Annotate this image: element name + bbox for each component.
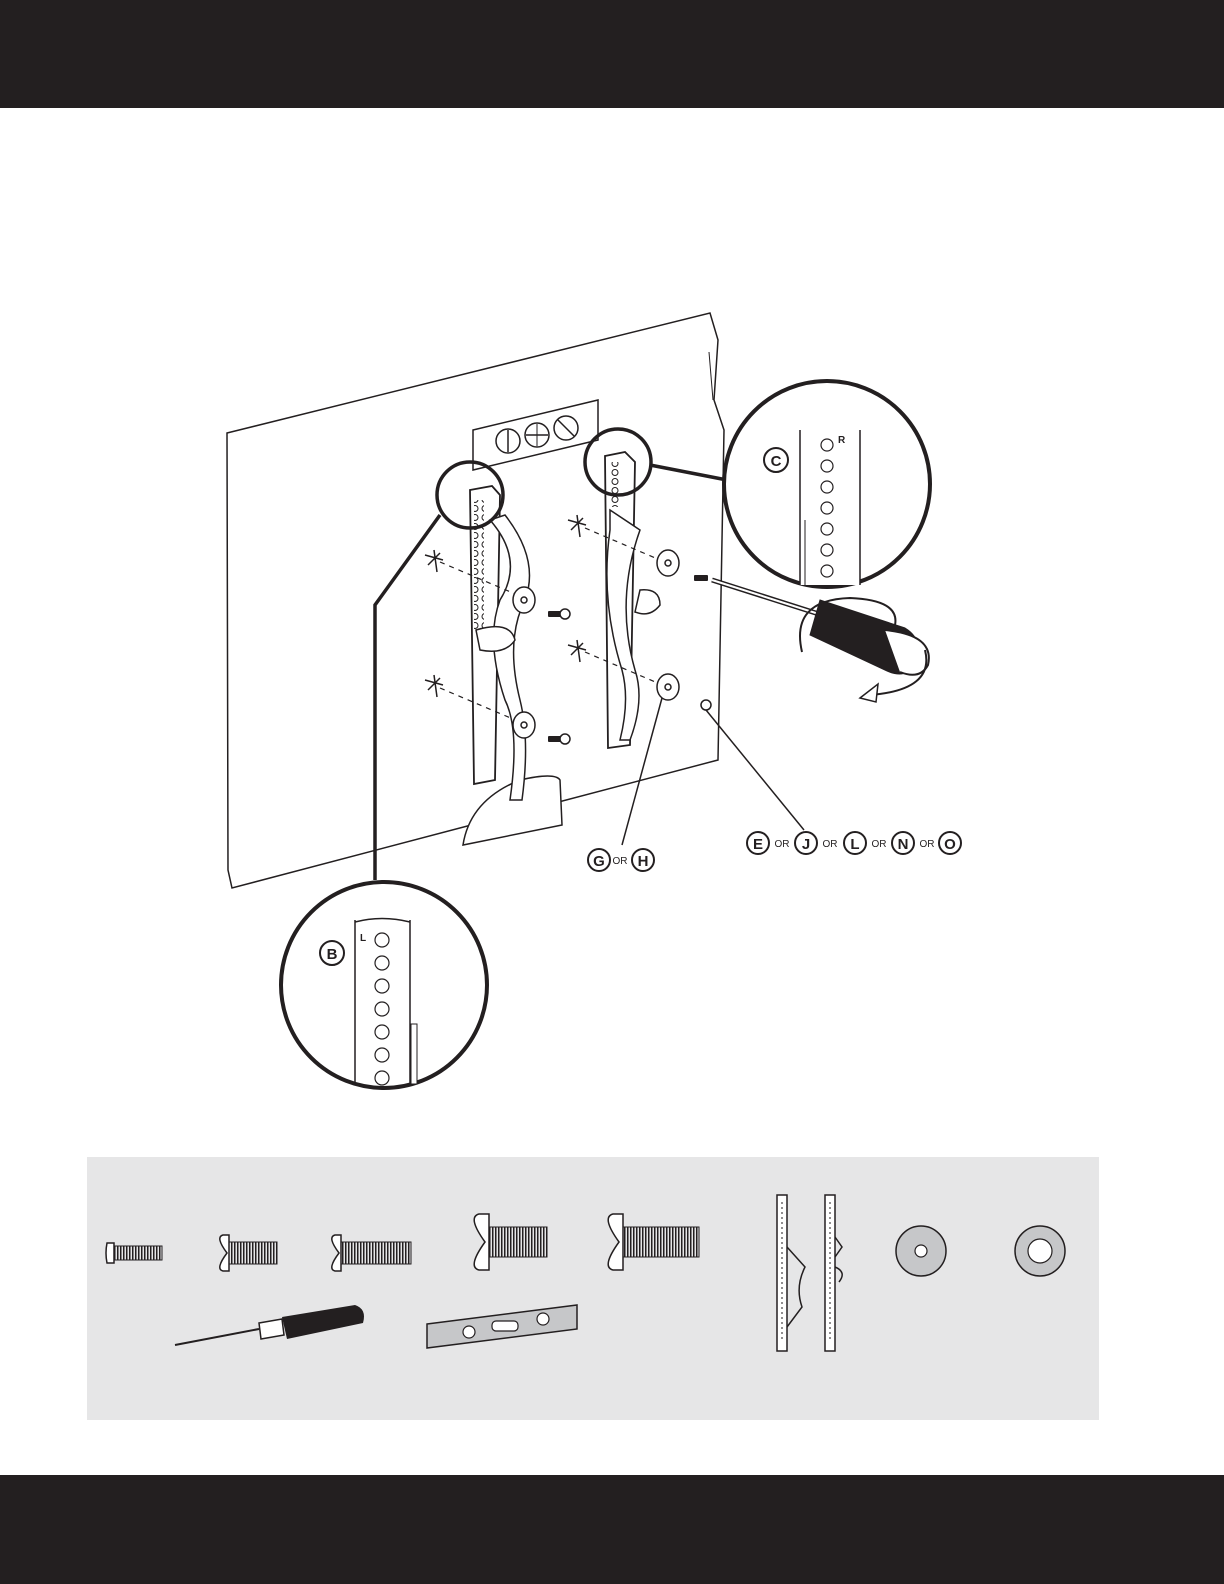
svg-text:L: L [850, 836, 859, 853]
screw-options-label: E OR J OR L OR N OR O [747, 832, 961, 854]
svg-text:J: J [802, 836, 810, 853]
svg-text:N: N [898, 836, 909, 853]
bracket-pair-icon [777, 1195, 842, 1351]
svg-text:OR: OR [920, 839, 935, 850]
svg-text:G: G [593, 853, 605, 870]
screwdriver-icon [712, 580, 929, 702]
footer-band [0, 1475, 1224, 1584]
washer-options-label: G OR H [588, 849, 654, 871]
callout-b-label: B [327, 946, 338, 963]
side-mark-r: R [838, 435, 846, 446]
svg-text:OR: OR [872, 839, 887, 850]
svg-text:OR: OR [823, 839, 838, 850]
svg-text:O: O [944, 836, 956, 853]
screw-short-icon [106, 1243, 162, 1263]
side-mark-l: L [360, 933, 366, 944]
callout-c: R C [724, 381, 930, 587]
svg-text:E: E [753, 836, 763, 853]
screw-large-head-long-icon [608, 1214, 699, 1270]
parts-panel [87, 1157, 1099, 1420]
screw-long-icon [332, 1235, 411, 1271]
screw-small-head-icon [220, 1235, 277, 1271]
washer-small-hole-icon [896, 1226, 946, 1276]
callout-c-label: C [771, 453, 782, 470]
svg-text:H: H [638, 853, 649, 870]
screwdriver-icon [175, 1305, 364, 1345]
screw-large-head-icon [474, 1214, 547, 1270]
bubble-level-icon [427, 1305, 577, 1348]
callout-b: L B [281, 882, 487, 1088]
svg-text:OR: OR [613, 856, 628, 867]
svg-text:OR: OR [775, 839, 790, 850]
washer-large-hole-icon [1015, 1226, 1065, 1276]
